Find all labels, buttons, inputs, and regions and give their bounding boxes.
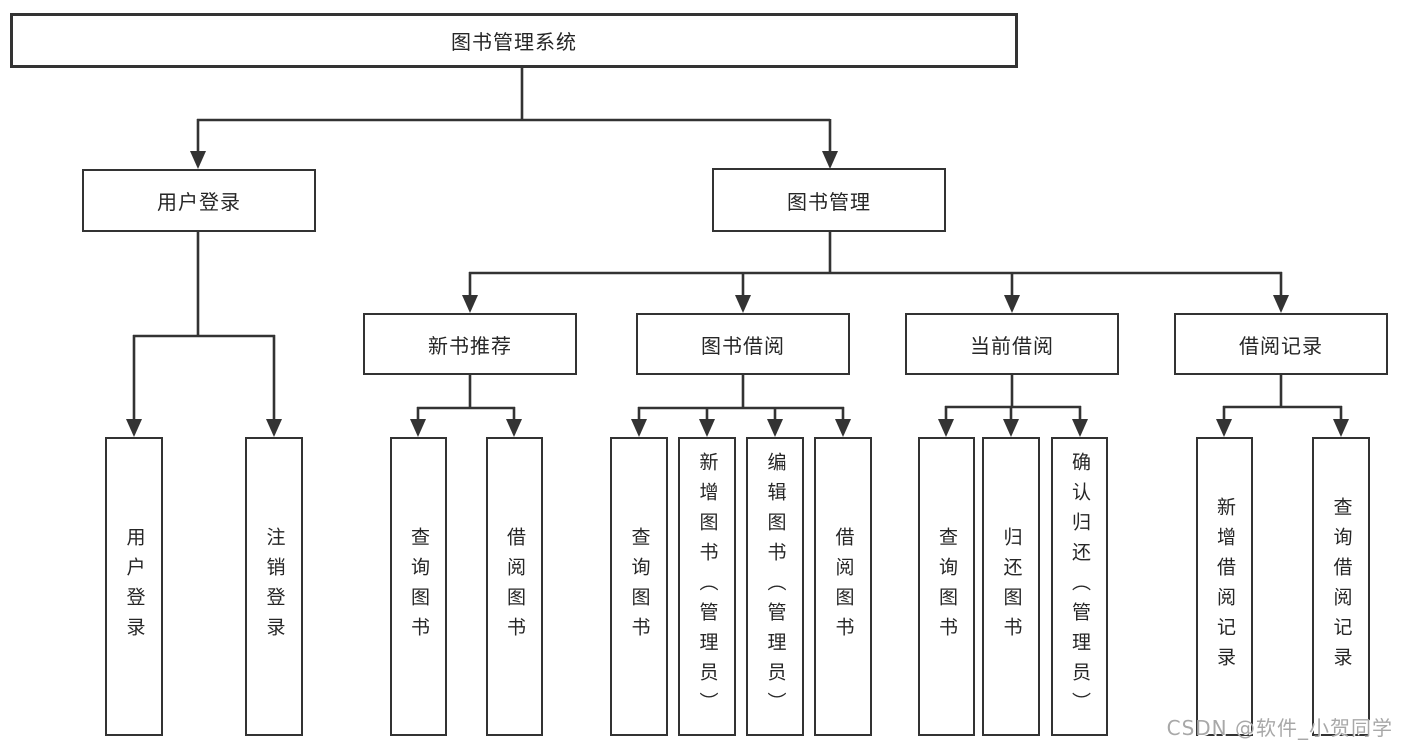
leaf-user-login: 用户登录	[105, 437, 163, 736]
leaf-confirm-return-admin: 确认归还（管理员）	[1051, 437, 1108, 736]
leaf-query-books-current-label: 查询图书	[936, 526, 958, 647]
leaf-user-login-label: 用户登录	[123, 526, 146, 647]
leaf-query-books-recommend-label: 查询图书	[408, 526, 430, 647]
leaf-query-borrow-record: 查询借阅记录	[1312, 437, 1370, 736]
node-borrowing-records-label: 借阅记录	[1239, 333, 1323, 358]
node-book-borrowing: 图书借阅	[636, 313, 850, 375]
leaf-add-borrow-record: 新增借阅记录	[1196, 437, 1253, 736]
leaf-add-books-admin-label: 新增图书（管理员）	[696, 451, 719, 722]
node-new-book-recommend-label: 新书推荐	[428, 333, 512, 358]
leaf-query-books-recommend: 查询图书	[390, 437, 447, 736]
node-book-management: 图书管理	[712, 168, 946, 232]
leaf-query-books-borrowing: 查询图书	[610, 437, 668, 736]
leaf-return-books-label: 归还图书	[1000, 526, 1023, 647]
leaf-edit-books-admin-label: 编辑图书（管理员）	[764, 451, 787, 722]
node-new-book-recommend: 新书推荐	[363, 313, 577, 375]
leaf-logout: 注销登录	[245, 437, 303, 736]
leaf-query-borrow-record-label: 查询借阅记录	[1330, 496, 1353, 677]
leaf-borrow-books-recommend-label: 借阅图书	[504, 526, 526, 647]
node-borrowing-records: 借阅记录	[1174, 313, 1388, 375]
leaf-borrow-books-borrowing-label: 借阅图书	[832, 526, 855, 647]
node-book-borrowing-label: 图书借阅	[701, 333, 785, 358]
csdn-watermark: CSDN @软件_小贺同学	[1166, 716, 1393, 740]
leaf-borrow-books-recommend: 借阅图书	[486, 437, 543, 736]
leaf-logout-label: 注销登录	[263, 526, 286, 647]
node-user-login-label: 用户登录	[157, 190, 241, 214]
leaf-add-books-admin: 新增图书（管理员）	[678, 437, 736, 736]
node-user-login: 用户登录	[82, 169, 316, 232]
node-current-borrowing: 当前借阅	[905, 313, 1119, 375]
leaf-query-books-current: 查询图书	[918, 437, 975, 736]
leaf-borrow-books-borrowing: 借阅图书	[814, 437, 872, 736]
node-book-management-label: 图书管理	[787, 189, 871, 214]
node-current-borrowing-label: 当前借阅	[970, 333, 1054, 358]
leaf-add-borrow-record-label: 新增借阅记录	[1214, 496, 1236, 677]
node-library-management-system: 图书管理系统	[10, 13, 1018, 68]
leaf-query-books-borrowing-label: 查询图书	[628, 526, 651, 647]
leaf-confirm-return-admin-label: 确认归还（管理员）	[1069, 451, 1091, 722]
leaf-edit-books-admin: 编辑图书（管理员）	[746, 437, 804, 736]
node-library-management-system-label: 图书管理系统	[451, 30, 577, 54]
leaf-return-books: 归还图书	[982, 437, 1040, 736]
